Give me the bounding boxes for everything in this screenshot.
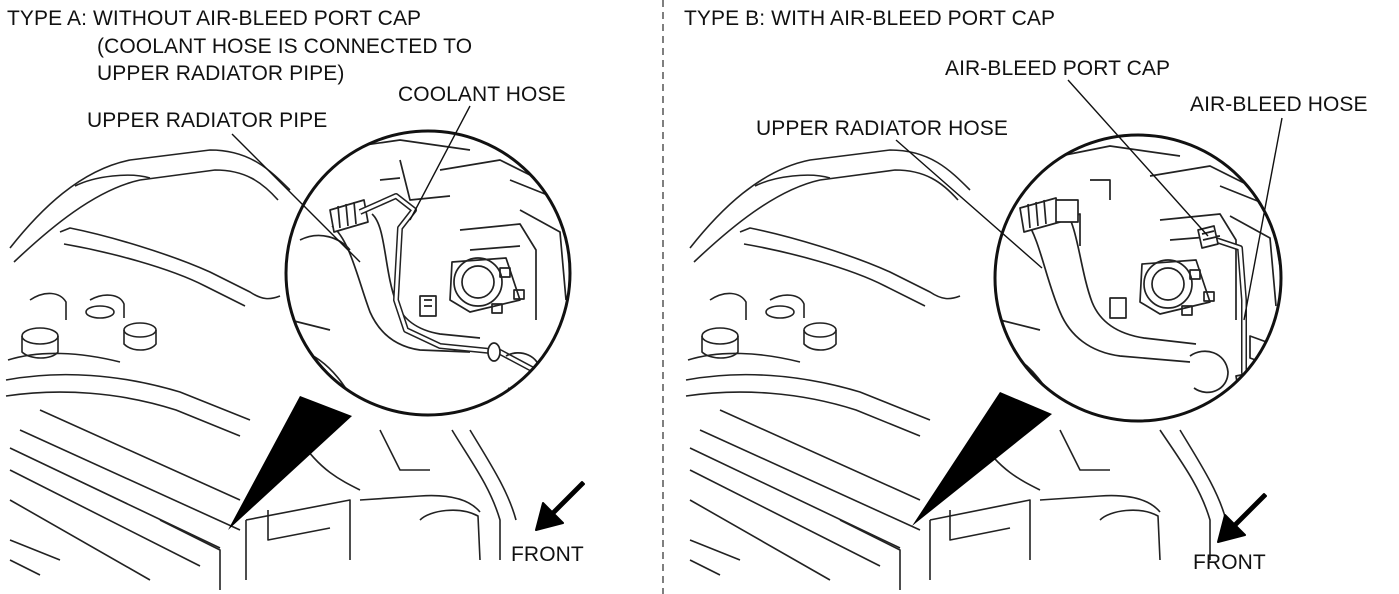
label-upper-radiator-pipe: UPPER RADIATOR PIPE <box>87 109 328 132</box>
leader-air-bleed-hose <box>1243 117 1283 321</box>
panel-a-title-line2: (COOLANT HOSE IS CONNECTED TO <box>97 35 473 58</box>
label-coolant-hose: COOLANT HOSE <box>398 83 566 106</box>
panel-b-engine-sketch <box>685 149 1227 590</box>
label-air-bleed-port-cap: AIR-BLEED PORT CAP <box>945 57 1171 80</box>
panel-a-front-arrow <box>535 481 585 531</box>
label-upper-radiator-hose: UPPER RADIATOR HOSE <box>756 117 1009 140</box>
label-air-bleed-hose: AIR-BLEED HOSE <box>1190 93 1368 116</box>
panel-b-front-arrow <box>1217 493 1267 543</box>
label-front-b: FRONT <box>1193 551 1266 574</box>
leader-air-bleed-port-cap <box>1067 79 1209 237</box>
panel-a-title-line3: UPPER RADIATOR PIPE) <box>97 62 345 85</box>
leader-upper-radiator-pipe <box>231 133 361 263</box>
panel-b-magnifier-wedge <box>912 392 1052 526</box>
panel-b-title: TYPE B: WITH AIR-BLEED PORT CAP <box>684 7 1056 30</box>
panel-a-title-line1: TYPE A: WITHOUT AIR-BLEED PORT CAP <box>7 7 422 30</box>
panel-a-magnifier <box>284 129 572 417</box>
label-front-a: FRONT <box>511 543 584 566</box>
leader-coolant-hose <box>409 105 471 221</box>
panel-b-magnifier <box>993 133 1283 423</box>
leader-upper-radiator-hose <box>895 139 1043 269</box>
panel-a-magnifier-wedge <box>228 396 352 530</box>
